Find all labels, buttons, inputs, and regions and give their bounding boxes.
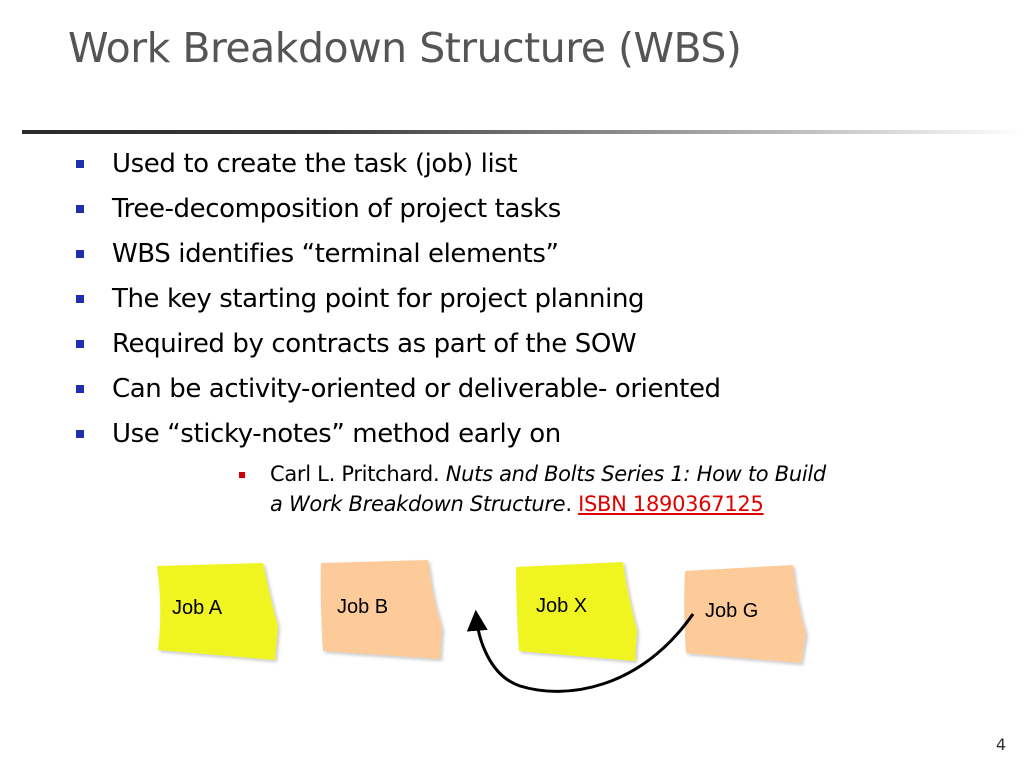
sticky-note-job-a[interactable]: Job A: [157, 563, 278, 660]
title-divider: [22, 130, 1024, 134]
square-bullet-icon: [76, 295, 84, 303]
square-sub-bullet-icon: [239, 472, 245, 478]
sticky-note-shape: [320, 560, 442, 659]
square-bullet-icon: [76, 385, 84, 393]
square-bullet-icon: [76, 160, 84, 168]
reference-book-title-line1: Nuts and Bolts Series 1: How to Build: [445, 462, 827, 486]
slide-title: Work Breakdown Structure (WBS): [68, 24, 742, 72]
sticky-note-label: Job B: [337, 596, 388, 618]
bullet-item: The key starting point for project plann…: [0, 277, 826, 322]
sticky-note-shape: [684, 565, 806, 663]
isbn-link[interactable]: ISBN 1890367125: [578, 492, 764, 516]
reference-author: Carl L. Pritchard.: [270, 462, 440, 486]
reference-book-title-line2: a Work Breakdown Structure: [270, 492, 566, 516]
sticky-note-job-x[interactable]: Job X: [516, 562, 637, 661]
sticky-note-job-b[interactable]: Job B: [320, 560, 442, 659]
reference-separator: .: [565, 492, 572, 516]
bullet-item: WBS identifies “terminal elements”: [0, 232, 826, 277]
reference-item: Carl L. Pritchard. Nuts and Bolts Series…: [112, 459, 826, 519]
square-bullet-icon: [76, 430, 84, 438]
bullet-item: Can be activity-oriented or deliverable-…: [0, 367, 826, 412]
sticky-note-job-g[interactable]: Job G: [684, 565, 806, 663]
bullet-item: Required by contracts as part of the SOW: [0, 322, 826, 367]
sticky-note-shape: [516, 562, 637, 661]
bullet-item: Used to create the task (job) list: [0, 142, 826, 187]
bullet-item: Use “sticky-notes” method early on Carl …: [0, 412, 826, 519]
sticky-note-label: Job X: [536, 595, 587, 617]
square-bullet-icon: [76, 250, 84, 258]
bullet-item: Tree-decomposition of project tasks: [0, 187, 826, 232]
curved-arrow-icon: [466, 609, 695, 693]
sticky-note-label: Job A: [172, 597, 223, 619]
bullet-list: Used to create the task (job) list Tree-…: [0, 142, 826, 519]
sticky-note-shape: [157, 563, 278, 660]
square-bullet-icon: [76, 205, 84, 213]
square-bullet-icon: [76, 340, 84, 348]
sticky-note-label: Job G: [705, 600, 758, 622]
page-number: 4: [995, 735, 1006, 754]
